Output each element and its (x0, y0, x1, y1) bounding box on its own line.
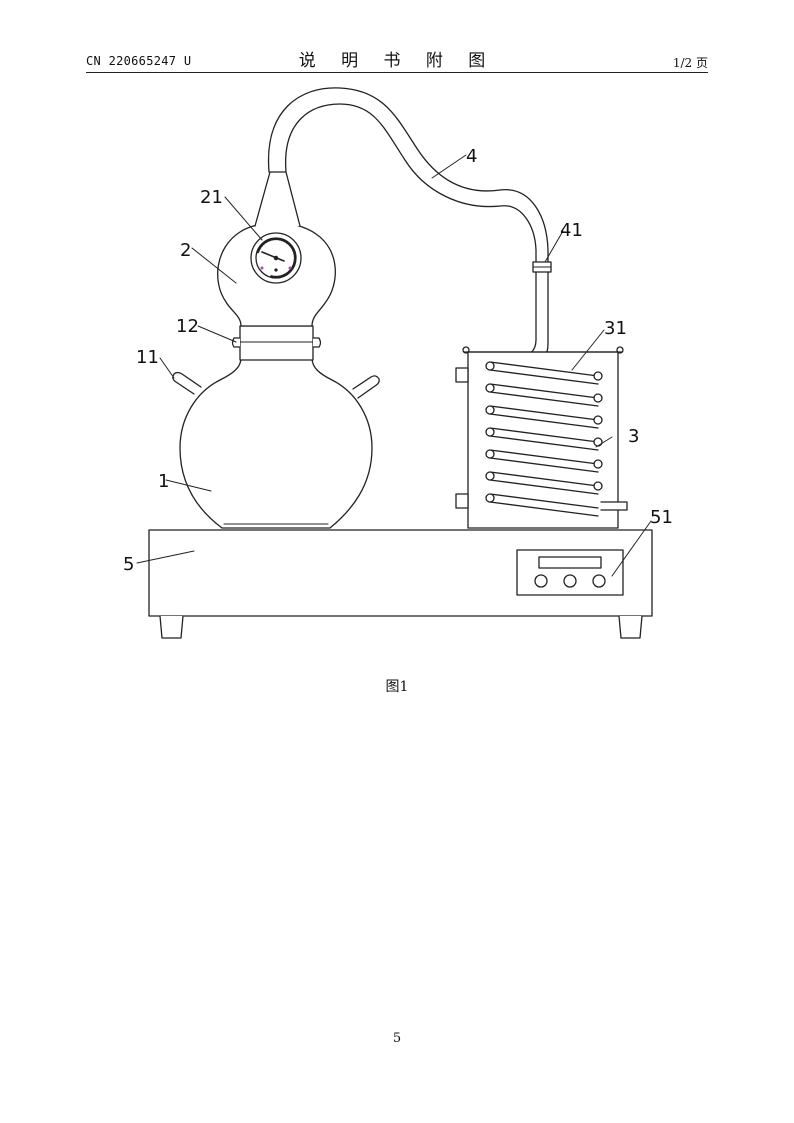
pressure-gauge (250, 232, 302, 284)
label-side-handle: 11 (136, 347, 159, 368)
lower-flask (179, 357, 373, 529)
side-handles (172, 371, 380, 399)
section-title: 说 明 书 附 图 (298, 51, 496, 71)
label-upper-bulb: 2 (180, 240, 191, 261)
control-panel (516, 549, 624, 596)
label-coil: 31 (604, 318, 627, 339)
figure-caption: 图1 (385, 679, 409, 695)
condenser-coil (485, 361, 603, 517)
page-of-count: 1/2 页 (672, 56, 708, 70)
leader-lines (136, 154, 652, 577)
label-condenser-tank: 3 (628, 426, 639, 447)
document-number: CN 220665247 U (86, 54, 192, 68)
neck-cone (254, 171, 301, 227)
label-clamp-ring: 12 (176, 316, 199, 337)
page-number: 5 (392, 1031, 402, 1046)
label-pipe-connector: 41 (560, 220, 583, 241)
page-header: CN 220665247 U 说 明 书 附 图 1/2 页 (86, 44, 708, 73)
vapor-pipe (267, 87, 549, 263)
reference-numerals: 1 11 12 2 21 3 31 4 41 5 51 (123, 146, 673, 575)
label-vapor-pipe: 4 (466, 146, 477, 167)
label-control-panel: 51 (650, 507, 673, 528)
label-base: 5 (123, 554, 134, 575)
label-flask: 1 (158, 471, 169, 492)
clamp-ring (231, 325, 322, 361)
label-gauge: 21 (200, 187, 223, 208)
